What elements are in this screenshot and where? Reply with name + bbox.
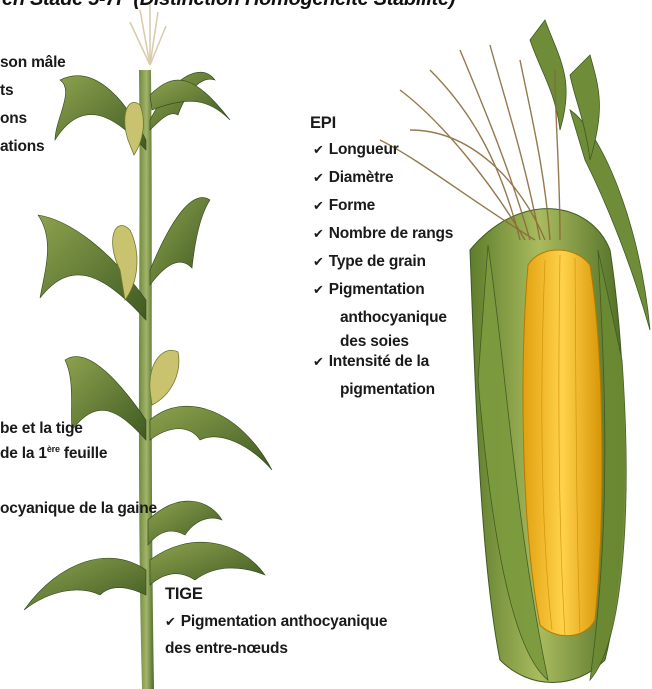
left-label-3: ons xyxy=(0,111,27,127)
epi-heading: EPI xyxy=(310,115,336,132)
epi-intensity-line2: pigmentation xyxy=(340,382,435,398)
epi-pig-line2: anthocyanique xyxy=(340,310,447,326)
check-icon: ✔ xyxy=(313,282,324,297)
epi-item-grain: ✔Type de grain xyxy=(313,254,426,270)
leaf-label-line2: de la 1ère feuille xyxy=(0,445,107,462)
leaf-label-line1: be et la tige xyxy=(0,421,83,437)
tige-heading: TIGE xyxy=(165,586,203,603)
check-icon: ✔ xyxy=(313,198,324,213)
epi-item-pigmentation: ✔Pigmentation xyxy=(313,282,424,298)
tige-item-line2: des entre-nœuds xyxy=(165,641,288,657)
page-title: en Stade 5-7F (Distinction Homogénéité S… xyxy=(2,0,652,11)
check-icon: ✔ xyxy=(313,254,324,269)
left-label-1: son mâle xyxy=(0,55,66,71)
tige-item: ✔Pigmentation anthocyanique xyxy=(165,614,387,630)
epi-item-length: ✔Longueur xyxy=(313,142,399,158)
epi-item-diameter: ✔Diamètre xyxy=(313,170,393,186)
epi-pig-line3: des soies xyxy=(340,334,409,350)
epi-item-intensity: ✔Intensité de la xyxy=(313,354,429,370)
check-icon: ✔ xyxy=(313,226,324,241)
check-icon: ✔ xyxy=(313,354,324,369)
corn-cob-illustration xyxy=(380,20,650,683)
check-icon: ✔ xyxy=(165,614,176,629)
tassel xyxy=(130,4,166,65)
check-icon: ✔ xyxy=(313,170,324,185)
epi-item-shape: ✔Forme xyxy=(313,198,375,214)
sheath-label: ocyanique de la gaine xyxy=(0,501,157,517)
left-label-2: ts xyxy=(0,83,13,99)
check-icon: ✔ xyxy=(313,142,324,157)
left-label-4: ations xyxy=(0,139,44,155)
epi-item-rows: ✔Nombre de rangs xyxy=(313,226,453,242)
